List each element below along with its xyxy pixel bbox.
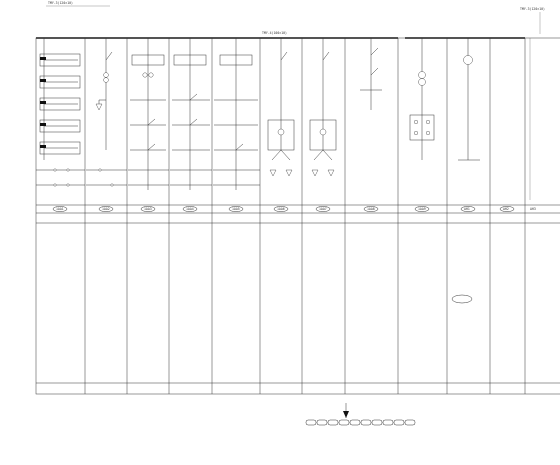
svg-text:1AA4: 1AA4 (186, 207, 194, 211)
column-header-3: 1AA3 (140, 206, 156, 212)
svg-text:1AA3: 1AA3 (144, 207, 152, 211)
top-left-label: TMY-3(120×10) (48, 1, 73, 5)
svg-text:1AA2: 1AA2 (102, 207, 110, 211)
column-header-11: AH2 (499, 206, 515, 212)
generator-column-10 (458, 38, 480, 161)
feeder-column-1 (36, 38, 85, 187)
column-header-4: 1AA4 (182, 206, 198, 212)
svg-text:1AA1: 1AA1 (56, 207, 64, 211)
middle-oval (451, 294, 473, 304)
column-header-12: AH3 (530, 207, 536, 211)
column-header-9: 1AA9 (414, 206, 430, 212)
top-right-label: TMY-3(120×10) (520, 7, 545, 11)
feeder-column-2 (86, 38, 127, 187)
column-header-10: AH1 (460, 206, 476, 212)
feeder-column-5 (213, 38, 260, 190)
column-header-7: 1AA7 (315, 206, 331, 212)
column-header-2: 1AA2 (98, 206, 114, 212)
svg-text:1AA9: 1AA9 (418, 207, 426, 211)
ground-arrow-icon (343, 403, 349, 418)
transformer-column-9 (409, 38, 435, 160)
column-header-8: 1AA8 (363, 206, 379, 212)
capacitor-column-6 (267, 38, 295, 177)
bus-tie-column-8 (360, 38, 382, 110)
column-header-1: 1AA1 (52, 206, 68, 212)
feeder-column-4 (170, 38, 212, 190)
feeder-column-3 (128, 38, 169, 190)
svg-text:1AA7: 1AA7 (319, 207, 327, 211)
column-header-6: 1AA6 (273, 206, 289, 212)
svg-text:1AA8: 1AA8 (367, 207, 375, 211)
svg-text:1AA6: 1AA6 (277, 207, 285, 211)
capacitor-column-7 (309, 38, 337, 177)
bus-label-mid: TMY-4(100×10) (262, 31, 287, 35)
svg-text:AH2: AH2 (503, 207, 509, 211)
table-frame (35, 37, 560, 395)
svg-text:1AA5: 1AA5 (232, 207, 240, 211)
column-header-5: 1AA5 (228, 206, 244, 212)
svg-text:AH1: AH1 (464, 207, 470, 211)
legend-strip (305, 419, 416, 426)
